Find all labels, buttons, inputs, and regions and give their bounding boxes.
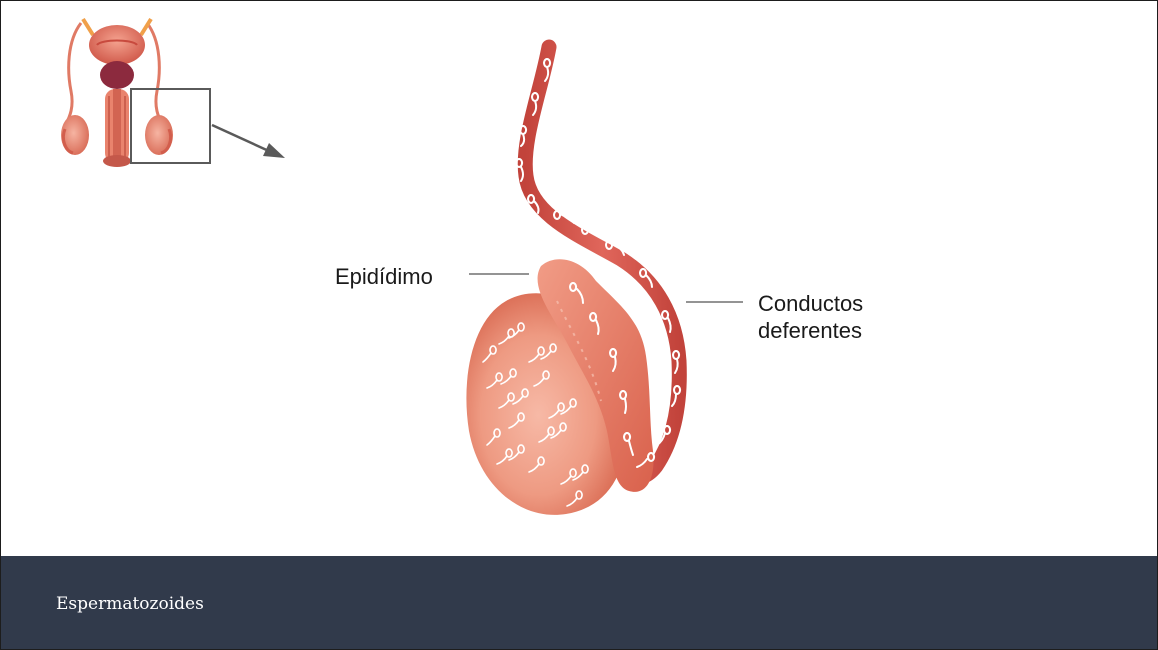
anatomy-diagram — [1, 1, 1158, 556]
zoom-arrow — [212, 125, 271, 152]
caption-title: Espermatozoides — [56, 594, 204, 614]
vas-deferens-label: Conductos deferentes — [758, 290, 918, 344]
epididymis-label: Epidídimo — [335, 263, 433, 290]
reproductive-system-thumbnail — [61, 19, 285, 167]
arrow-head-icon — [263, 143, 285, 158]
